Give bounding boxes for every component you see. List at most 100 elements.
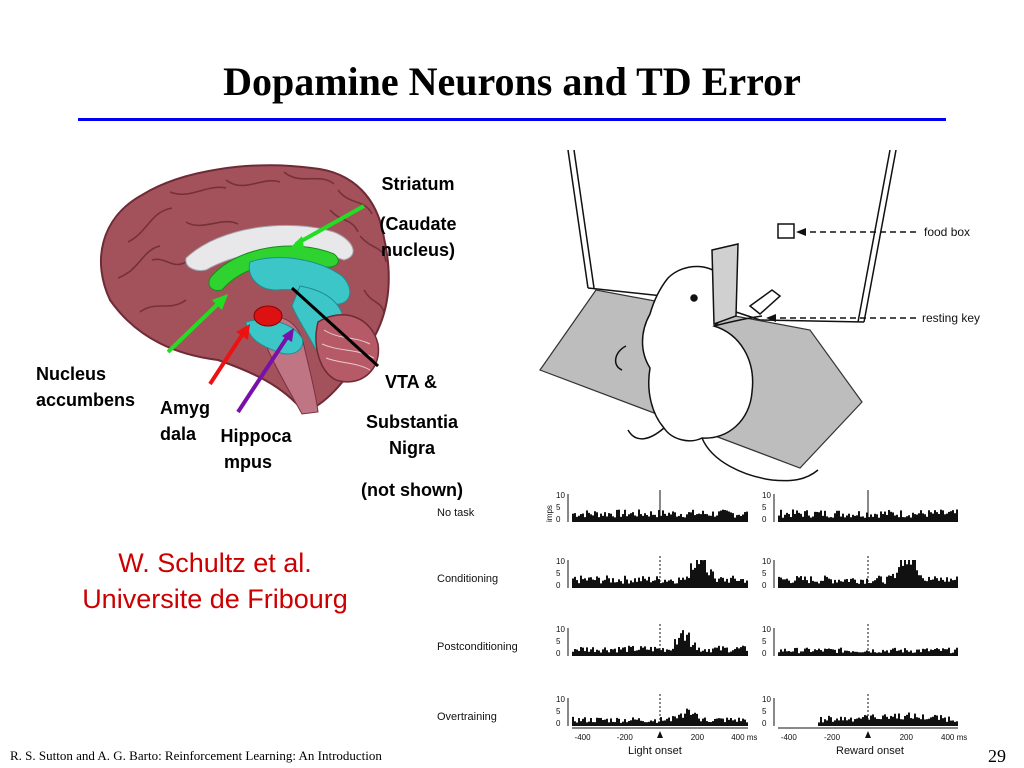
histogram-bar: [740, 721, 742, 726]
histogram-bar: [948, 581, 950, 588]
histogram-bar: [586, 510, 588, 522]
histogram-bar: [658, 579, 660, 588]
histogram-bar: [886, 576, 888, 588]
histogram-bar: [808, 583, 810, 588]
histogram-bar: [874, 652, 876, 656]
histogram-bar: [730, 512, 732, 522]
histogram-bar: [784, 514, 786, 522]
histogram-bar: [864, 715, 866, 726]
y-tick-label: 5: [762, 707, 767, 716]
histogram-bar: [626, 722, 628, 726]
histogram-bar: [656, 722, 658, 726]
histogram-bar: [946, 577, 948, 588]
histogram-bar: [636, 650, 638, 656]
histogram-bar: [652, 580, 654, 588]
histogram-bar: [888, 575, 890, 588]
histogram-bar: [728, 582, 730, 588]
histogram-bar: [598, 717, 600, 726]
histogram-bar: [614, 517, 616, 522]
reward-onset-label: Reward onset: [836, 745, 904, 757]
histogram-bar: [744, 646, 746, 656]
histogram-bar: [814, 511, 816, 522]
histogram-bar: [680, 713, 682, 726]
histogram-bar: [906, 564, 908, 588]
histogram-bar: [918, 649, 920, 656]
histogram-bar: [900, 649, 902, 656]
histogram-bar: [698, 647, 700, 656]
histogram-bar: [588, 651, 590, 656]
histogram-bar: [656, 648, 658, 656]
brain-illustration: [99, 164, 390, 415]
histogram-bar: [870, 583, 872, 588]
page-number: 29: [988, 746, 1006, 766]
histogram-bar: [718, 511, 720, 522]
histogram-bar: [846, 515, 848, 522]
histogram-bar: [644, 513, 646, 522]
histogram-bar: [872, 581, 874, 588]
histogram-bar: [852, 651, 854, 656]
histogram-bar: [860, 579, 862, 588]
histogram-bar: [870, 652, 872, 656]
histogram-bar: [810, 652, 812, 656]
histogram-bar: [710, 722, 712, 726]
histogram-bar: [790, 517, 792, 522]
x-tick-label: 200: [691, 733, 705, 742]
histogram-bar: [820, 716, 822, 726]
histogram-bar: [714, 718, 716, 726]
histogram-bar: [648, 649, 650, 656]
event-arrow: [657, 731, 663, 738]
histogram-bar: [954, 579, 956, 588]
histogram-bar: [672, 581, 674, 588]
histogram-bar: [794, 513, 796, 522]
histogram-bar: [572, 716, 574, 726]
histogram-bar: [852, 514, 854, 522]
y-tick-label: 5: [762, 569, 767, 578]
histogram-bar: [818, 648, 820, 656]
histogram-bar: [642, 515, 644, 522]
histogram-bar: [628, 645, 630, 656]
histogram-bar: [622, 721, 624, 726]
histogram-bar: [938, 513, 940, 522]
striatum-label: Striatum: [381, 174, 455, 194]
histogram-bar: [836, 652, 838, 656]
histogram-bar: [636, 581, 638, 588]
histogram-bar: [596, 512, 598, 522]
y-tick-label: 5: [762, 503, 767, 512]
histogram-bar: [900, 510, 902, 522]
histogram-bar: [664, 720, 666, 726]
histogram-bar: [694, 515, 696, 522]
histogram-bar: [642, 576, 644, 588]
histogram-bar: [796, 576, 798, 588]
histogram-bar: [614, 648, 616, 656]
caudate-label-line1: (Caudate: [379, 214, 457, 234]
histogram-bar: [874, 717, 876, 726]
histogram-bar: [740, 647, 742, 656]
histogram-bar: [818, 512, 820, 522]
histogram-bar: [868, 719, 870, 726]
histogram-bar: [708, 515, 710, 522]
histogram-bar: [646, 722, 648, 726]
histogram-bar: [848, 581, 850, 588]
event-arrow: [865, 731, 871, 738]
histogram-bar: [692, 509, 694, 522]
histogram-bar: [780, 649, 782, 656]
histogram-bar: [808, 515, 810, 522]
histogram-bar: [620, 722, 622, 726]
histogram-bar: [842, 581, 844, 588]
histogram-bar: [954, 649, 956, 656]
histogram-bar: [948, 716, 950, 726]
histogram-bar: [904, 560, 906, 588]
histogram-bar: [630, 513, 632, 522]
histogram-bar: [672, 716, 674, 726]
histogram-bar: [830, 517, 832, 522]
histogram-bar: [906, 516, 908, 522]
histogram-bar: [806, 510, 808, 522]
histogram-bar: [746, 511, 748, 522]
histogram-bar: [590, 514, 592, 522]
histogram-bar: [706, 721, 708, 726]
histogram-bar: [894, 515, 896, 522]
histogram-bar: [950, 653, 952, 656]
histogram-bar: [674, 716, 676, 726]
histogram-bar: [712, 571, 714, 588]
histogram-bar: [694, 712, 696, 726]
